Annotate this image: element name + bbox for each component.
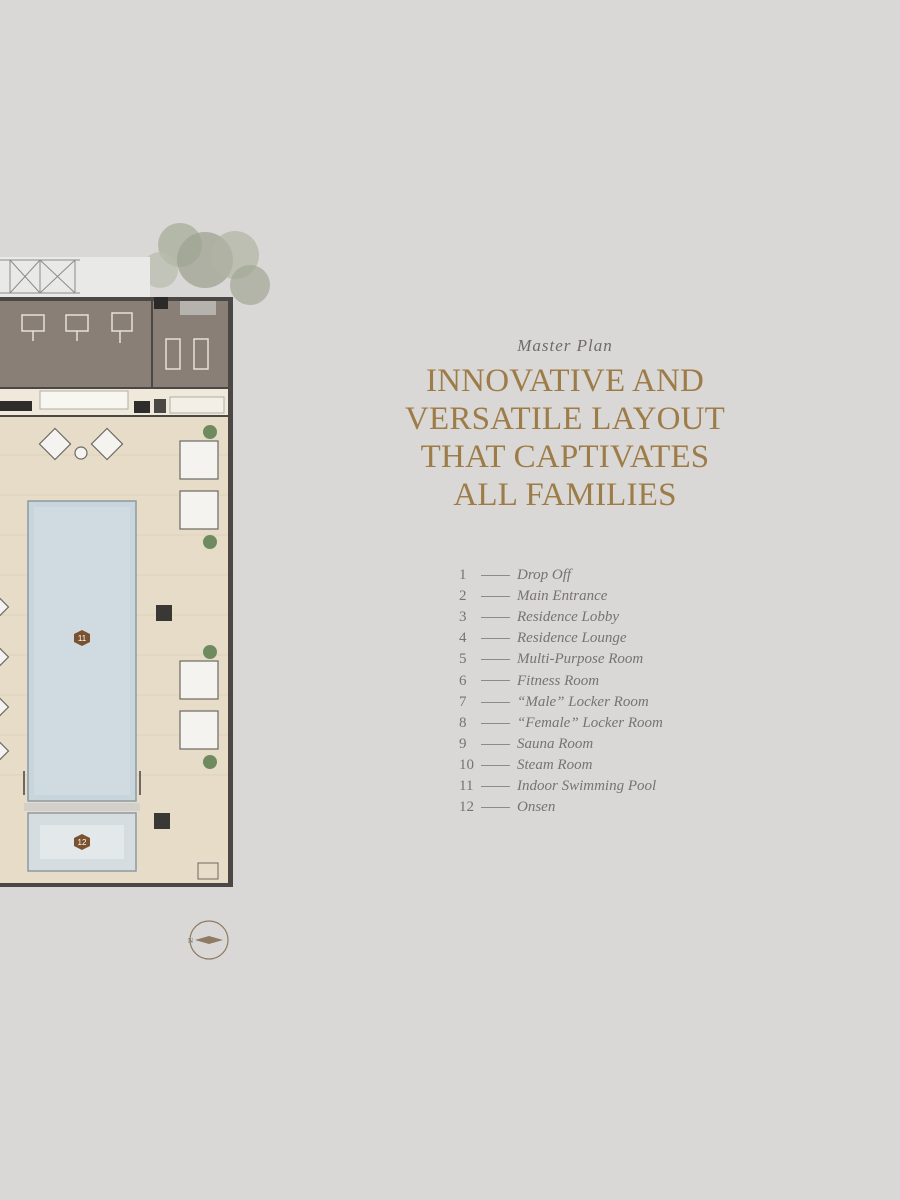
floor-plan-illustration: 11 12 N <box>0 223 270 960</box>
legend-dash <box>481 565 510 576</box>
lounge-furniture <box>38 427 124 461</box>
legend-item: 9 Sauna Room <box>459 734 759 755</box>
daybeds <box>179 440 219 750</box>
compass-icon: N <box>188 920 229 960</box>
legend-dash <box>481 713 510 724</box>
legend-name: Multi-Purpose Room <box>517 651 644 668</box>
legend-name: Drop Off <box>517 567 572 584</box>
heading-block: Master Plan INNOVATIVE AND VERSATILE LAY… <box>390 336 740 514</box>
legend-item: 6 Fitness Room <box>459 670 759 691</box>
legend-dash <box>481 649 510 661</box>
legend-item: 5 Multi-Purpose Room <box>459 649 759 670</box>
legend-dash <box>481 692 510 703</box>
legend-item: 3 Residence Lobby <box>459 607 759 628</box>
legend-number: 10 <box>459 756 474 773</box>
marker-12: 12 <box>74 834 90 850</box>
legend-name: Sauna Room <box>517 735 594 752</box>
legend-number: 4 <box>459 630 467 647</box>
fitness-equipment <box>21 312 209 370</box>
legend-number: 12 <box>459 799 474 816</box>
legend-name: Onsen <box>517 799 556 816</box>
legend-number: 8 <box>459 714 467 731</box>
legend-dash <box>481 670 510 682</box>
legend-item: 2 Main Entrance <box>459 586 759 607</box>
legend-name: “Male” Locker Room <box>517 693 649 710</box>
legend-number: 2 <box>459 588 467 605</box>
title-line-1: INNOVATIVE AND <box>425 363 705 399</box>
legend-item: 4 Residence Lounge <box>459 628 759 649</box>
compass-label: N <box>188 937 193 945</box>
facility-legend: 1 Drop Off 2 Main Entrance 3 Residence Lobb… <box>459 565 759 818</box>
legend-dash <box>481 628 510 640</box>
legend-item: 11 Indoor Swimming Pool <box>459 776 759 797</box>
legend-dash <box>481 797 510 809</box>
legend-name: Residence Lobby <box>517 609 620 626</box>
legend-name: Indoor Swimming Pool <box>517 777 657 794</box>
tree-canopy <box>142 223 270 305</box>
page-title: INNOVATIVE AND VERSATILE LAYOUT THAT CAP… <box>390 362 740 514</box>
marker-12-label: 12 <box>78 838 87 847</box>
legend-item: 8 “Female” Locker Room <box>459 713 759 734</box>
title-line-3: THAT CAPTIVATES <box>420 439 710 475</box>
title-line-4: ALL FAMILIES <box>453 477 677 513</box>
legend-dash <box>481 755 510 766</box>
title-line-2: VERSATILE LAYOUT <box>404 401 726 437</box>
pergola <box>0 257 150 297</box>
legend-number: 7 <box>459 693 467 710</box>
legend-name: Residence Lounge <box>517 630 627 647</box>
legend-name: Steam Room <box>517 756 593 773</box>
legend-dash <box>481 734 510 745</box>
legend-item: 7 “Male” Locker Room <box>459 692 759 713</box>
marker-11: 11 <box>74 630 90 646</box>
legend-number: 5 <box>459 651 467 668</box>
legend-item: 1 Drop Off <box>459 565 759 586</box>
legend-dash <box>481 586 510 598</box>
legend-name: “Female” Locker Room <box>517 714 663 731</box>
legend-name: Fitness Room <box>517 672 600 689</box>
section-subtitle: Master Plan <box>517 336 613 355</box>
legend-number: 9 <box>459 735 467 752</box>
planters <box>203 425 217 769</box>
legend-item: 12 Onsen <box>459 797 759 818</box>
legend-number: 6 <box>459 672 467 689</box>
legend-number: 3 <box>459 609 467 626</box>
legend-name: Main Entrance <box>517 588 608 605</box>
legend-item: 10 Steam Room <box>459 755 759 776</box>
marker-11-label: 11 <box>78 634 87 643</box>
legend-number: 1 <box>459 567 467 584</box>
legend-dash <box>481 607 510 619</box>
legend-dash <box>481 776 510 787</box>
legend-number: 11 <box>459 777 474 794</box>
